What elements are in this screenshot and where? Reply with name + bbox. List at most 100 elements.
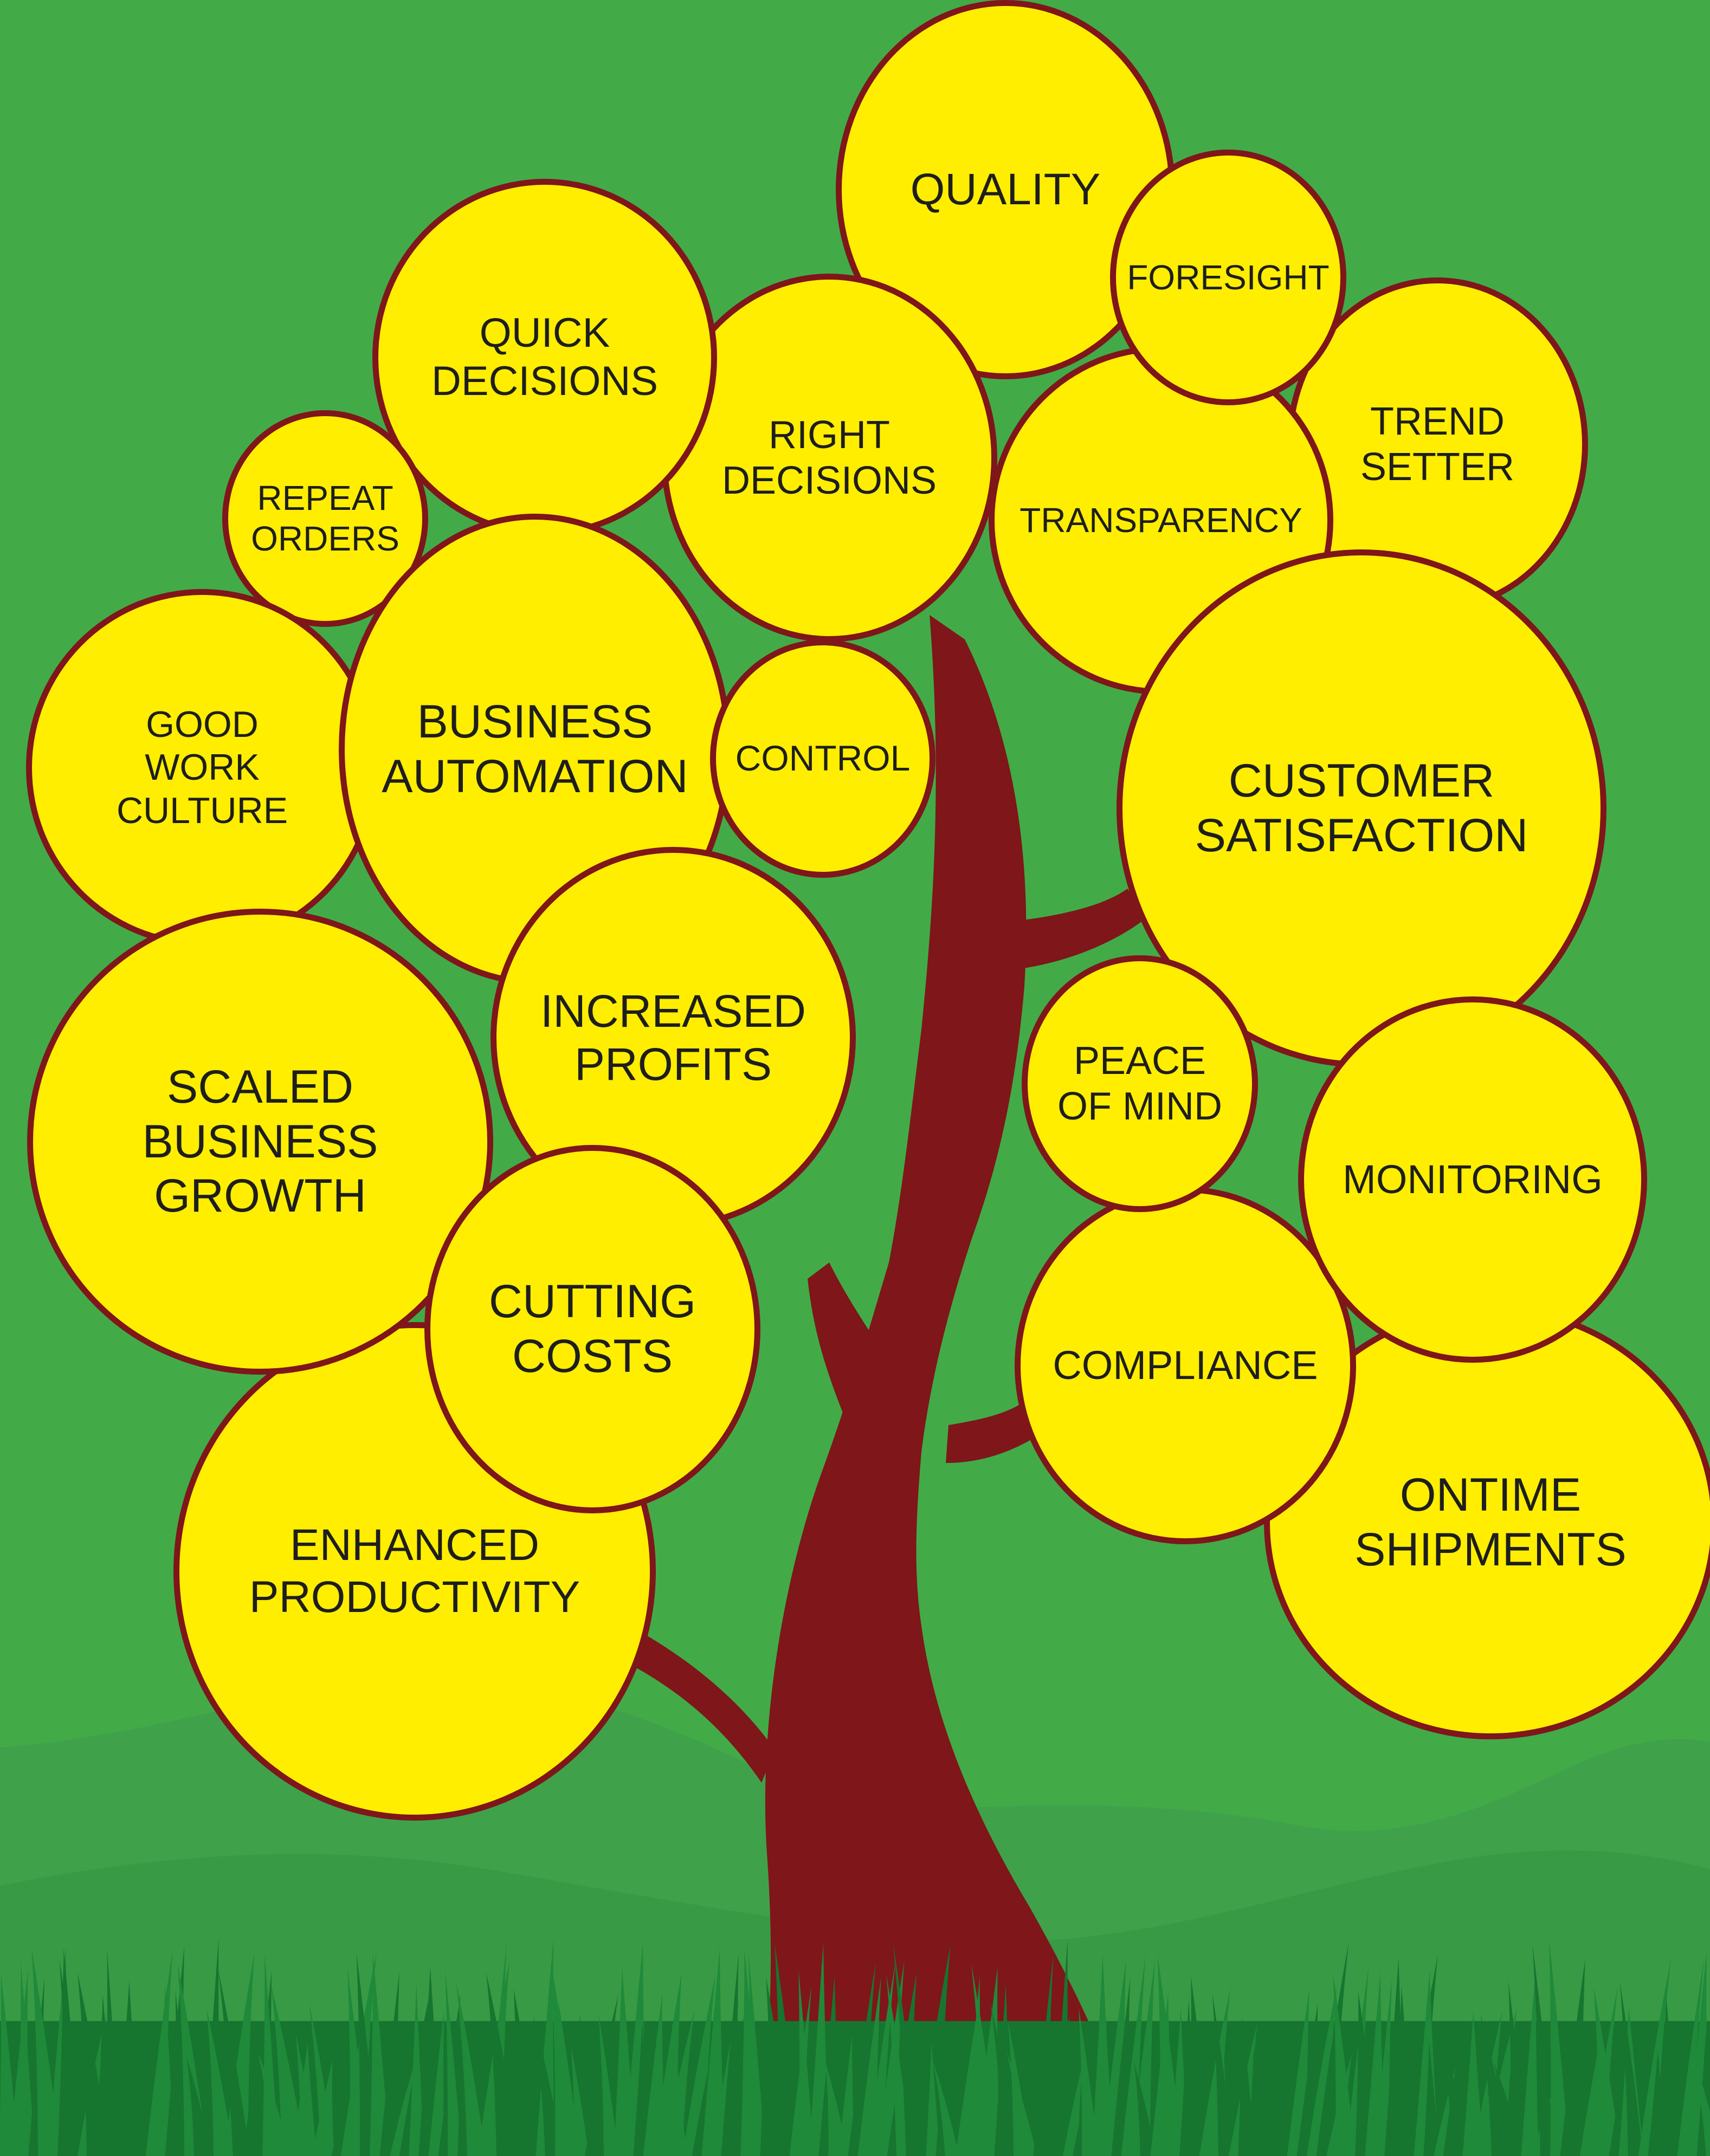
bubble-label: ENHANCED PRODUCTIVITY: [249, 1520, 580, 1622]
grass-blade: [971, 1963, 1001, 2156]
grass-blade: [926, 2041, 940, 2156]
bubble-label: ONTIME SHIPMENTS: [1354, 1469, 1627, 1576]
bubble-label: INCREASED PROFITS: [540, 985, 806, 1090]
grass-blade: [295, 2032, 318, 2156]
grass-blade: [428, 2009, 444, 2156]
grass-blade: [445, 1969, 462, 2156]
grass-blade: [486, 1973, 521, 2156]
grass-blade: [1440, 2025, 1470, 2156]
grass-blade: [578, 2013, 611, 2156]
grass-blade: [1248, 2047, 1262, 2156]
trunk-branch: [618, 1628, 775, 1783]
grass-blade: [893, 1943, 921, 2156]
grass-blade: [1638, 1958, 1672, 2156]
grass-blade: [409, 1983, 424, 2156]
bubble-label: GOOD WORK CULTURE: [116, 703, 288, 831]
grass-blade: [1549, 1939, 1570, 2156]
bubble-peace-of-mind: PEACE OF MIND: [1022, 955, 1258, 1212]
grass-blade: [877, 1960, 905, 2156]
bubble-enhanced-productivity: ENHANCED PRODUCTIVITY: [173, 1322, 656, 1821]
trunk-main: [753, 615, 1138, 2156]
trunk-branch: [1011, 889, 1149, 970]
grass-blade: [775, 1944, 802, 2156]
trunk-branch: [808, 1262, 900, 1420]
grass-blade: [1462, 2011, 1484, 2156]
grass-blade: [701, 1948, 725, 2156]
grass-blade: [18, 1960, 35, 2156]
grass-blade: [1560, 1958, 1585, 2156]
bubble-quick-decisions: QUICK DECISIONS: [372, 179, 717, 536]
grass-blade: [748, 1953, 766, 2156]
grass-blade: [1677, 1959, 1705, 2156]
grass-blade: [721, 1953, 739, 2156]
bubble-label: REPEAT ORDERS: [251, 478, 399, 558]
grass-blade: [1212, 1992, 1234, 2156]
bubble-cutting-costs: CUTTING COSTS: [424, 1145, 760, 1513]
grass-blade: [340, 1952, 377, 2156]
grass: [0, 1937, 1710, 2156]
bubble-scaled-business-growth: SCALED BUSINESS GROWTH: [27, 909, 493, 1375]
grass-blade: [309, 2002, 335, 2156]
bubble-label: CUSTOMER SATISFACTION: [1195, 755, 1528, 862]
bubble-label: CONTROL: [735, 738, 911, 779]
grass-blade: [1006, 2050, 1037, 2156]
grass-blade: [598, 2013, 619, 2156]
grass-blade: [1619, 1981, 1643, 2156]
grass-blade: [379, 1971, 399, 2156]
bubble-label: MONITORING: [1343, 1156, 1603, 1202]
grass-blade: [456, 1981, 486, 2156]
grass-blade: [1375, 1978, 1392, 2156]
grass-blade: [271, 1984, 307, 2156]
grass-blade: [206, 2008, 235, 2156]
bubble-label: CUTTING COSTS: [488, 1276, 696, 1382]
grass-blade: [1033, 1954, 1054, 2156]
grass-blade: [217, 1968, 250, 2156]
bubble-label: PEACE OF MIND: [1057, 1039, 1222, 1128]
bubble-label: QUALITY: [910, 165, 1101, 215]
grass-blade: [1121, 1954, 1146, 2156]
bubble-label: FORESIGHT: [1127, 257, 1330, 297]
grass-blade: [1189, 1976, 1212, 2156]
bubble-increased-profits: INCREASED PROFITS: [491, 847, 856, 1228]
grass-blade: [1131, 1961, 1155, 2156]
bubble-label: COMPLIANCE: [1053, 1342, 1318, 1388]
grass-blade: [126, 2014, 143, 2156]
grass-blade: [1593, 1986, 1622, 2156]
bubble-label: RIGHT DECISIONS: [721, 413, 937, 502]
grass-blade: [571, 2045, 589, 2156]
grass-blade: [1692, 2051, 1710, 2156]
grass-blade: [493, 2056, 521, 2156]
grass-blade: [682, 1974, 716, 2156]
grass-blade: [1053, 1938, 1069, 2156]
bubble-label: TREND SETTER: [1360, 399, 1515, 489]
grass-blade: [1345, 1966, 1369, 2156]
bubble-good-work-culture: GOOD WORK CULTURE: [26, 589, 378, 947]
grass-blade: [1277, 2051, 1293, 2156]
grass-blade: [672, 2021, 687, 2156]
bubble-label: SCALED BUSINESS GROWTH: [142, 1061, 378, 1222]
grass-blade: [1423, 2041, 1440, 2156]
bubble-foresight: FORESIGHT: [1110, 150, 1346, 405]
grass-blade: [1134, 2061, 1157, 2156]
bubble-monitoring: MONITORING: [1298, 996, 1647, 1363]
grass-blade: [1333, 1973, 1356, 2156]
grass-blade: [990, 2003, 1019, 2156]
bubble-compliance: COMPLIANCE: [1015, 1187, 1356, 1544]
bubble-right-decisions: RIGHT DECISIONS: [661, 274, 997, 642]
bubble-label: QUICK DECISIONS: [431, 310, 659, 404]
grass-blade: [848, 1961, 876, 2156]
grass-blade: [106, 1948, 121, 2156]
grass-blade: [1532, 1943, 1556, 2156]
bubble-control: CONTROL: [710, 639, 935, 878]
grass-blade: [1316, 1941, 1349, 2156]
grass-blade: [798, 1969, 815, 2156]
grass-blade: [1111, 1977, 1131, 2156]
bubble-label: BUSINESS AUTOMATION: [382, 696, 688, 802]
grass-blade: [932, 2060, 959, 2156]
grass-blade: [243, 2057, 257, 2156]
grass-blade: [916, 1945, 951, 2156]
grass-blade: [1394, 1985, 1415, 2156]
grass-blade: [1473, 2011, 1502, 2156]
bubble-label: TRANSPARENCY: [1019, 500, 1302, 540]
